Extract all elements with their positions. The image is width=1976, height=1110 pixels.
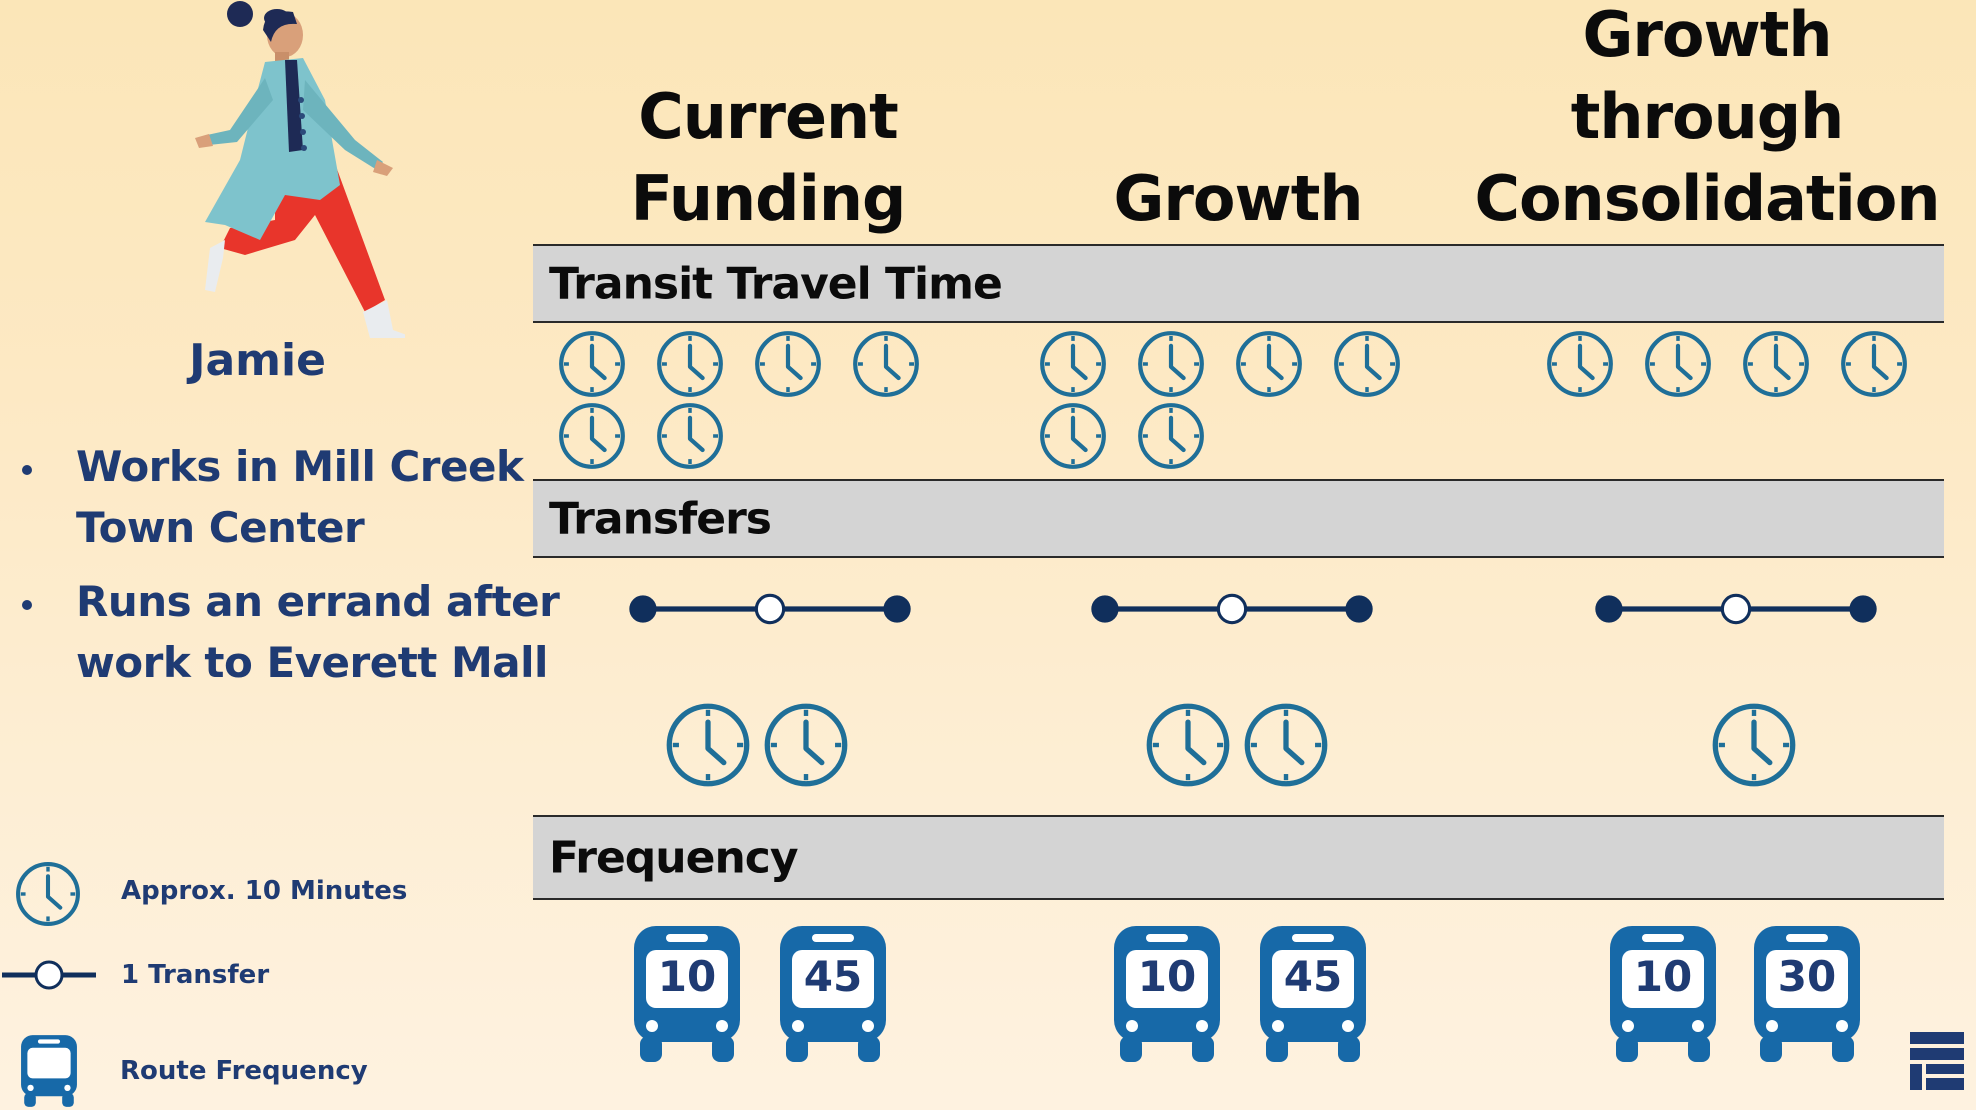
clock-icon bbox=[557, 401, 627, 471]
persona-bullet-1: Works in Mill Creek Town Center bbox=[76, 442, 524, 552]
legend-clock-label: Approx. 10 Minutes bbox=[121, 876, 408, 906]
clock-icon bbox=[14, 860, 82, 928]
bus-frequency-value: 45 bbox=[803, 952, 863, 1001]
clock-icon bbox=[655, 401, 725, 471]
column-header-growth: Growth bbox=[1113, 162, 1363, 235]
clock-icon bbox=[762, 701, 850, 789]
column-header-current-funding: Current Funding bbox=[630, 80, 907, 235]
bus-frequency-value: 45 bbox=[1283, 952, 1343, 1001]
band-frequency: Frequency bbox=[533, 815, 1944, 900]
persona-bullet-2: Runs an errand after work to Everett Mal… bbox=[76, 577, 560, 687]
band-transit-travel-time: Transit Travel Time bbox=[533, 244, 1944, 323]
bus-frequency-value: 10 bbox=[1137, 952, 1197, 1001]
clock-icon bbox=[1839, 329, 1909, 399]
bus-frequency-badge: 30 bbox=[1752, 924, 1862, 1064]
clock-icon bbox=[1234, 329, 1304, 399]
bullet-marker bbox=[22, 600, 32, 610]
clock-icon bbox=[1144, 701, 1232, 789]
transfer-icon bbox=[1090, 588, 1374, 630]
clock-icon bbox=[1136, 401, 1206, 471]
bus-frequency-badge: 10 bbox=[1608, 924, 1718, 1064]
clock-icon bbox=[1545, 329, 1615, 399]
clock-icon bbox=[655, 329, 725, 399]
bus-icon bbox=[20, 1034, 78, 1108]
bus-frequency-value: 10 bbox=[657, 952, 717, 1001]
clock-icon bbox=[1332, 329, 1402, 399]
clock-icon bbox=[1136, 329, 1206, 399]
bus-frequency-value: 10 bbox=[1633, 952, 1693, 1001]
transfer-icon bbox=[628, 588, 912, 630]
clock-icon bbox=[1643, 329, 1713, 399]
clock-icon bbox=[753, 329, 823, 399]
legend-transfer-label: 1 Transfer bbox=[121, 960, 270, 990]
clock-icon bbox=[1710, 701, 1798, 789]
band-transfers: Transfers bbox=[533, 479, 1944, 558]
clock-icon bbox=[557, 329, 627, 399]
bus-frequency-value: 30 bbox=[1777, 952, 1837, 1001]
clock-icon bbox=[1242, 701, 1330, 789]
clock-icon bbox=[1038, 329, 1108, 399]
legend-bus-label: Route Frequency bbox=[120, 1056, 368, 1086]
logo-icon bbox=[1910, 1032, 1964, 1090]
clock-icon bbox=[664, 701, 752, 789]
column-header-growth-through-consolidation: Growth through Consolidation bbox=[1474, 0, 1940, 235]
bus-frequency-badge: 10 bbox=[632, 924, 742, 1064]
bullet-marker bbox=[22, 465, 32, 475]
transfer-icon bbox=[2, 960, 96, 990]
person-walking-illustration bbox=[195, 1, 405, 338]
transfer-icon bbox=[1594, 588, 1878, 630]
bus-frequency-badge: 45 bbox=[778, 924, 888, 1064]
persona-name: Jamie bbox=[189, 335, 326, 386]
bus-frequency-badge: 45 bbox=[1258, 924, 1368, 1064]
clock-icon bbox=[851, 329, 921, 399]
clock-icon bbox=[1741, 329, 1811, 399]
clock-icon bbox=[1038, 401, 1108, 471]
bus-frequency-badge: 10 bbox=[1112, 924, 1222, 1064]
